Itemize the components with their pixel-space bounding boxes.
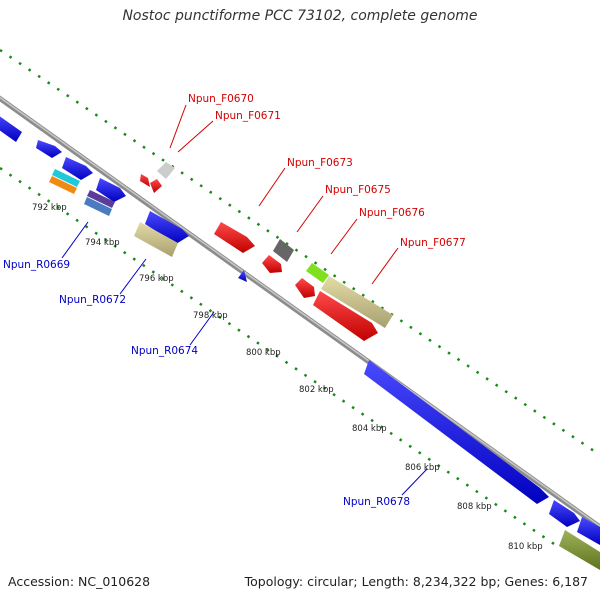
forward-labels (169, 104, 399, 285)
gene-reverse[interactable] (364, 360, 549, 504)
tick-label: 810 kbp (508, 542, 543, 552)
tick-label: 794 kbp (85, 238, 120, 248)
backbone-track (0, 95, 600, 530)
gene-purple[interactable] (87, 190, 115, 208)
gene-forward-small[interactable] (150, 179, 162, 193)
gene-reverse[interactable] (62, 157, 93, 180)
accession-text: Accession: NC_010628 (8, 574, 151, 589)
tick-label: 804 kbp (352, 424, 387, 434)
gene-darkgray[interactable] (273, 239, 294, 262)
label-leader (371, 247, 399, 285)
label-leader (189, 311, 215, 346)
gene-limegreen[interactable] (306, 263, 329, 283)
gene-label-reverse[interactable]: Npun_R0669 (3, 259, 70, 271)
scale-ticks: 792 kbp 794 kbp 796 kbp 798 kbp 800 kbp … (32, 203, 543, 552)
tick-label: 800 kbp (246, 348, 281, 358)
backbone-highlight (0, 96, 600, 527)
gene-steelblue[interactable] (84, 197, 112, 216)
gene-label-forward[interactable]: Npun_F0671 (215, 110, 281, 122)
genome-summary-text: Topology: circular; Length: 8,234,322 bp… (244, 574, 588, 589)
gene-forward-small[interactable] (140, 174, 150, 187)
gene-khaki[interactable] (321, 276, 393, 328)
label-leader (61, 221, 89, 259)
tick-label: 792 kbp (32, 203, 67, 213)
gene-label-forward[interactable]: Npun_F0670 (188, 93, 254, 105)
reverse-labels (61, 221, 428, 496)
gene-reverse[interactable] (549, 500, 580, 527)
label-leader (330, 218, 358, 255)
reverse-features[interactable] (0, 113, 600, 570)
tick-label: 798 kbp (193, 311, 228, 321)
label-leader (119, 258, 147, 295)
gene-forward[interactable] (262, 255, 282, 273)
tick-label: 806 kbp (405, 463, 440, 473)
gene-forward[interactable] (313, 291, 378, 341)
gene-forward[interactable] (214, 222, 255, 253)
gene-reverse[interactable] (36, 140, 62, 158)
gene-reverse[interactable] (96, 178, 126, 202)
forward-features[interactable] (140, 162, 393, 341)
gene-label-forward[interactable]: Npun_F0677 (400, 237, 466, 249)
label-leader (401, 468, 428, 496)
gene-label-forward[interactable]: Npun_F0673 (287, 157, 353, 169)
gene-label-reverse[interactable]: Npun_R0674 (131, 345, 198, 357)
gene-reverse[interactable] (0, 113, 22, 142)
map-title: Nostoc punctiforme PCC 73102, complete g… (122, 8, 478, 24)
gene-reverse-small[interactable] (238, 270, 247, 282)
tick-label: 808 kbp (457, 502, 492, 512)
gene-label-forward[interactable]: Npun_F0676 (359, 207, 425, 219)
tick-label: 796 kbp (139, 274, 174, 284)
label-leader (177, 120, 214, 153)
gene-label-reverse[interactable]: Npun_R0678 (343, 496, 410, 508)
label-leader (169, 104, 187, 149)
gc-track-inner (0, 166, 561, 550)
label-leader (296, 195, 324, 233)
tick-label: 802 kbp (299, 385, 334, 395)
gene-label-reverse[interactable]: Npun_R0672 (59, 294, 126, 306)
gene-lightgray[interactable] (157, 162, 175, 179)
label-leader (258, 167, 286, 207)
gene-olive[interactable] (559, 530, 600, 570)
gene-reverse[interactable] (577, 517, 600, 545)
gene-khaki[interactable] (134, 222, 178, 257)
gene-cyan[interactable] (52, 169, 80, 187)
gene-forward[interactable] (295, 278, 315, 298)
gene-reverse[interactable] (145, 211, 189, 244)
gene-label-forward[interactable]: Npun_F0675 (325, 184, 391, 196)
gene-orange[interactable] (49, 176, 77, 194)
